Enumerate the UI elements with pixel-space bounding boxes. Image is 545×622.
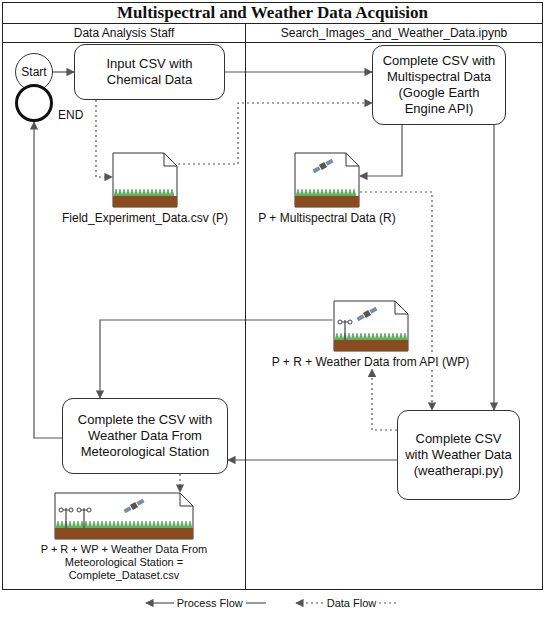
document-label: P + R + WP + Weather Data From Meteorolo… [8,543,240,583]
process-box: Complete the CSV with Weather Data From … [62,398,228,474]
document-shape [333,300,409,352]
document-fold [164,153,177,166]
legend-line-sample [144,598,174,608]
process-flow-arrow [493,125,494,410]
lane-title: Search_Images_and_Weather_Data.ipynb [246,24,542,42]
end-circle [15,84,53,122]
terminal-label: END [58,108,83,122]
document-fold [346,153,359,166]
document-label: P + R + Weather Data from API (WP) [270,355,472,369]
legend-item: Process Flow [144,597,268,609]
weather-station-icon [338,320,352,340]
grass-strip [335,333,407,340]
legend: Process Flow Data Flow [0,597,545,609]
document-node: P + R + WP + Weather Data From Meteorolo… [8,492,240,583]
legend-label: Process Flow [177,597,243,609]
grass-strip [296,189,356,196]
weather-station-icon [77,508,91,528]
document-shape [112,152,178,208]
process-label: Complete CSV with Multispectral Data (Go… [379,53,499,117]
process-flow-arrow [53,71,74,72]
legend-item: Data Flow [294,597,402,609]
lane-title: Data Analysis Staff [3,24,245,42]
process-box: Complete CSV with Multispectral Data (Go… [372,45,506,125]
data-flow-arrow [96,100,112,177]
document-label: Field_Experiment_Data.csv (P) [60,211,230,225]
swimlane: Search_Images_and_Weather_Data.ipynbComp… [245,23,543,590]
data-flow-arrow [372,369,397,430]
diagram-title: Multispectral and Weather Data Acquision [2,2,543,24]
legend-line-tail [246,598,268,608]
document-outline [55,493,193,539]
process-label: Input CSV with Chemical Data [81,56,218,88]
soil-band [295,196,359,207]
process-flow-arrow [34,122,62,438]
process-flow-arrow [225,71,372,72]
document-fold [395,301,408,314]
document-outline [334,301,408,351]
weather-station-icon [59,508,73,528]
legend-line-sample [294,598,324,608]
document-outline [295,153,359,207]
soil-band [334,340,408,351]
process-label: Complete the CSV with Weather Data From … [69,412,221,460]
document-node: Field_Experiment_Data.csv (P) [50,152,240,225]
process-flow-arrow [360,125,402,176]
satellite-icon [355,306,377,322]
document-node: P + R + Weather Data from API (WP) [258,300,483,369]
process-box: Input CSV with Chemical Data [74,44,225,100]
grass-strip [114,189,174,196]
lane-header: Data Analysis Staff [3,24,245,43]
data-flow-arrow [179,474,180,492]
process-box: Complete CSV with Weather Data (weathera… [397,410,520,500]
document-fold [180,493,193,506]
end-terminal: END [15,84,95,122]
document-label: P + Multispectral Data (R) [256,211,398,225]
terminal-label: Start [21,65,46,79]
grass-strip [56,521,192,528]
satellite-icon [312,158,334,174]
satellite-icon [123,498,145,514]
soil-band [113,196,177,207]
document-node: P + Multispectral Data (R) [248,152,406,225]
legend-line-tail [379,598,401,608]
swimlane: Data Analysis StaffStart Input CSV with C… [2,23,246,590]
document-shape [294,152,360,208]
document-shape [54,492,194,540]
legend-label: Data Flow [327,597,377,609]
process-flow-arrow [228,459,397,460]
process-label: Complete CSV with Weather Data (weathera… [404,431,513,479]
document-outline [113,153,177,207]
lane-header: Search_Images_and_Weather_Data.ipynb [246,24,542,43]
soil-band [55,528,193,539]
